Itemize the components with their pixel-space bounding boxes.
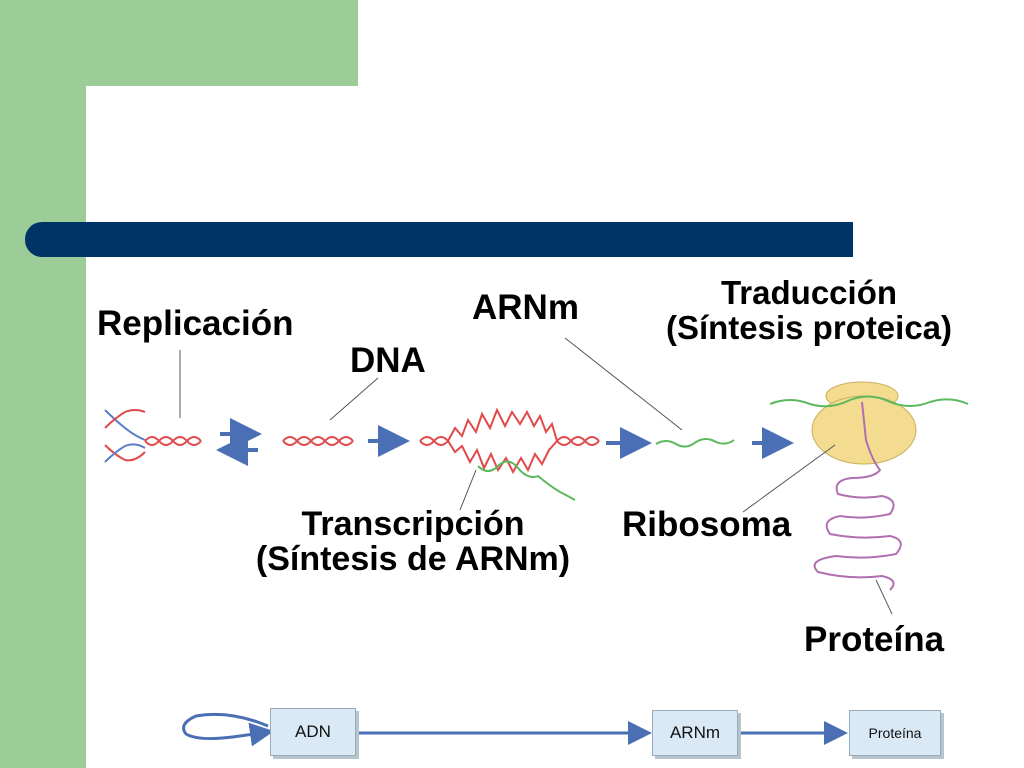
- label-traduccion-title: Traducción: [720, 274, 898, 311]
- label-dna: DNA: [350, 341, 426, 380]
- flow-diagram: [182, 712, 848, 747]
- green-sidebar: [0, 0, 86, 768]
- label-traduccion-subtitle: (Síntesis proteica): [665, 308, 953, 346]
- flow-box-arnm: ARNm: [652, 710, 738, 756]
- ribosome: [769, 381, 969, 465]
- protein-chain: [813, 401, 902, 591]
- pointer-lines: [179, 337, 893, 615]
- label-proteina: Proteína: [804, 620, 945, 659]
- mrna-strand: [655, 438, 735, 448]
- flow-box-proteina: Proteína: [849, 710, 941, 756]
- label-traduccion: Traducción (Síntesis proteica): [628, 274, 990, 346]
- label-transcripcion: Transcripción (Síntesis de ARNm): [218, 505, 608, 579]
- transcription-bubble: [419, 407, 600, 501]
- label-transcripcion-subtitle: (Síntesis de ARNm): [255, 540, 571, 579]
- flow-box-adn: ADN: [270, 708, 356, 756]
- replication-fork: [104, 409, 202, 463]
- label-ribosoma: Ribosoma: [622, 505, 792, 544]
- label-transcripcion-title: Transcripción: [301, 505, 525, 543]
- white-panel-corner: [86, 0, 1024, 768]
- label-arnm: ARNm: [472, 288, 579, 327]
- dna-helix: [282, 436, 354, 446]
- label-replicacion: Replicación: [97, 304, 294, 343]
- title-bar: [25, 222, 853, 257]
- replication-loop: [182, 712, 274, 747]
- reversible-arrows: [216, 418, 262, 466]
